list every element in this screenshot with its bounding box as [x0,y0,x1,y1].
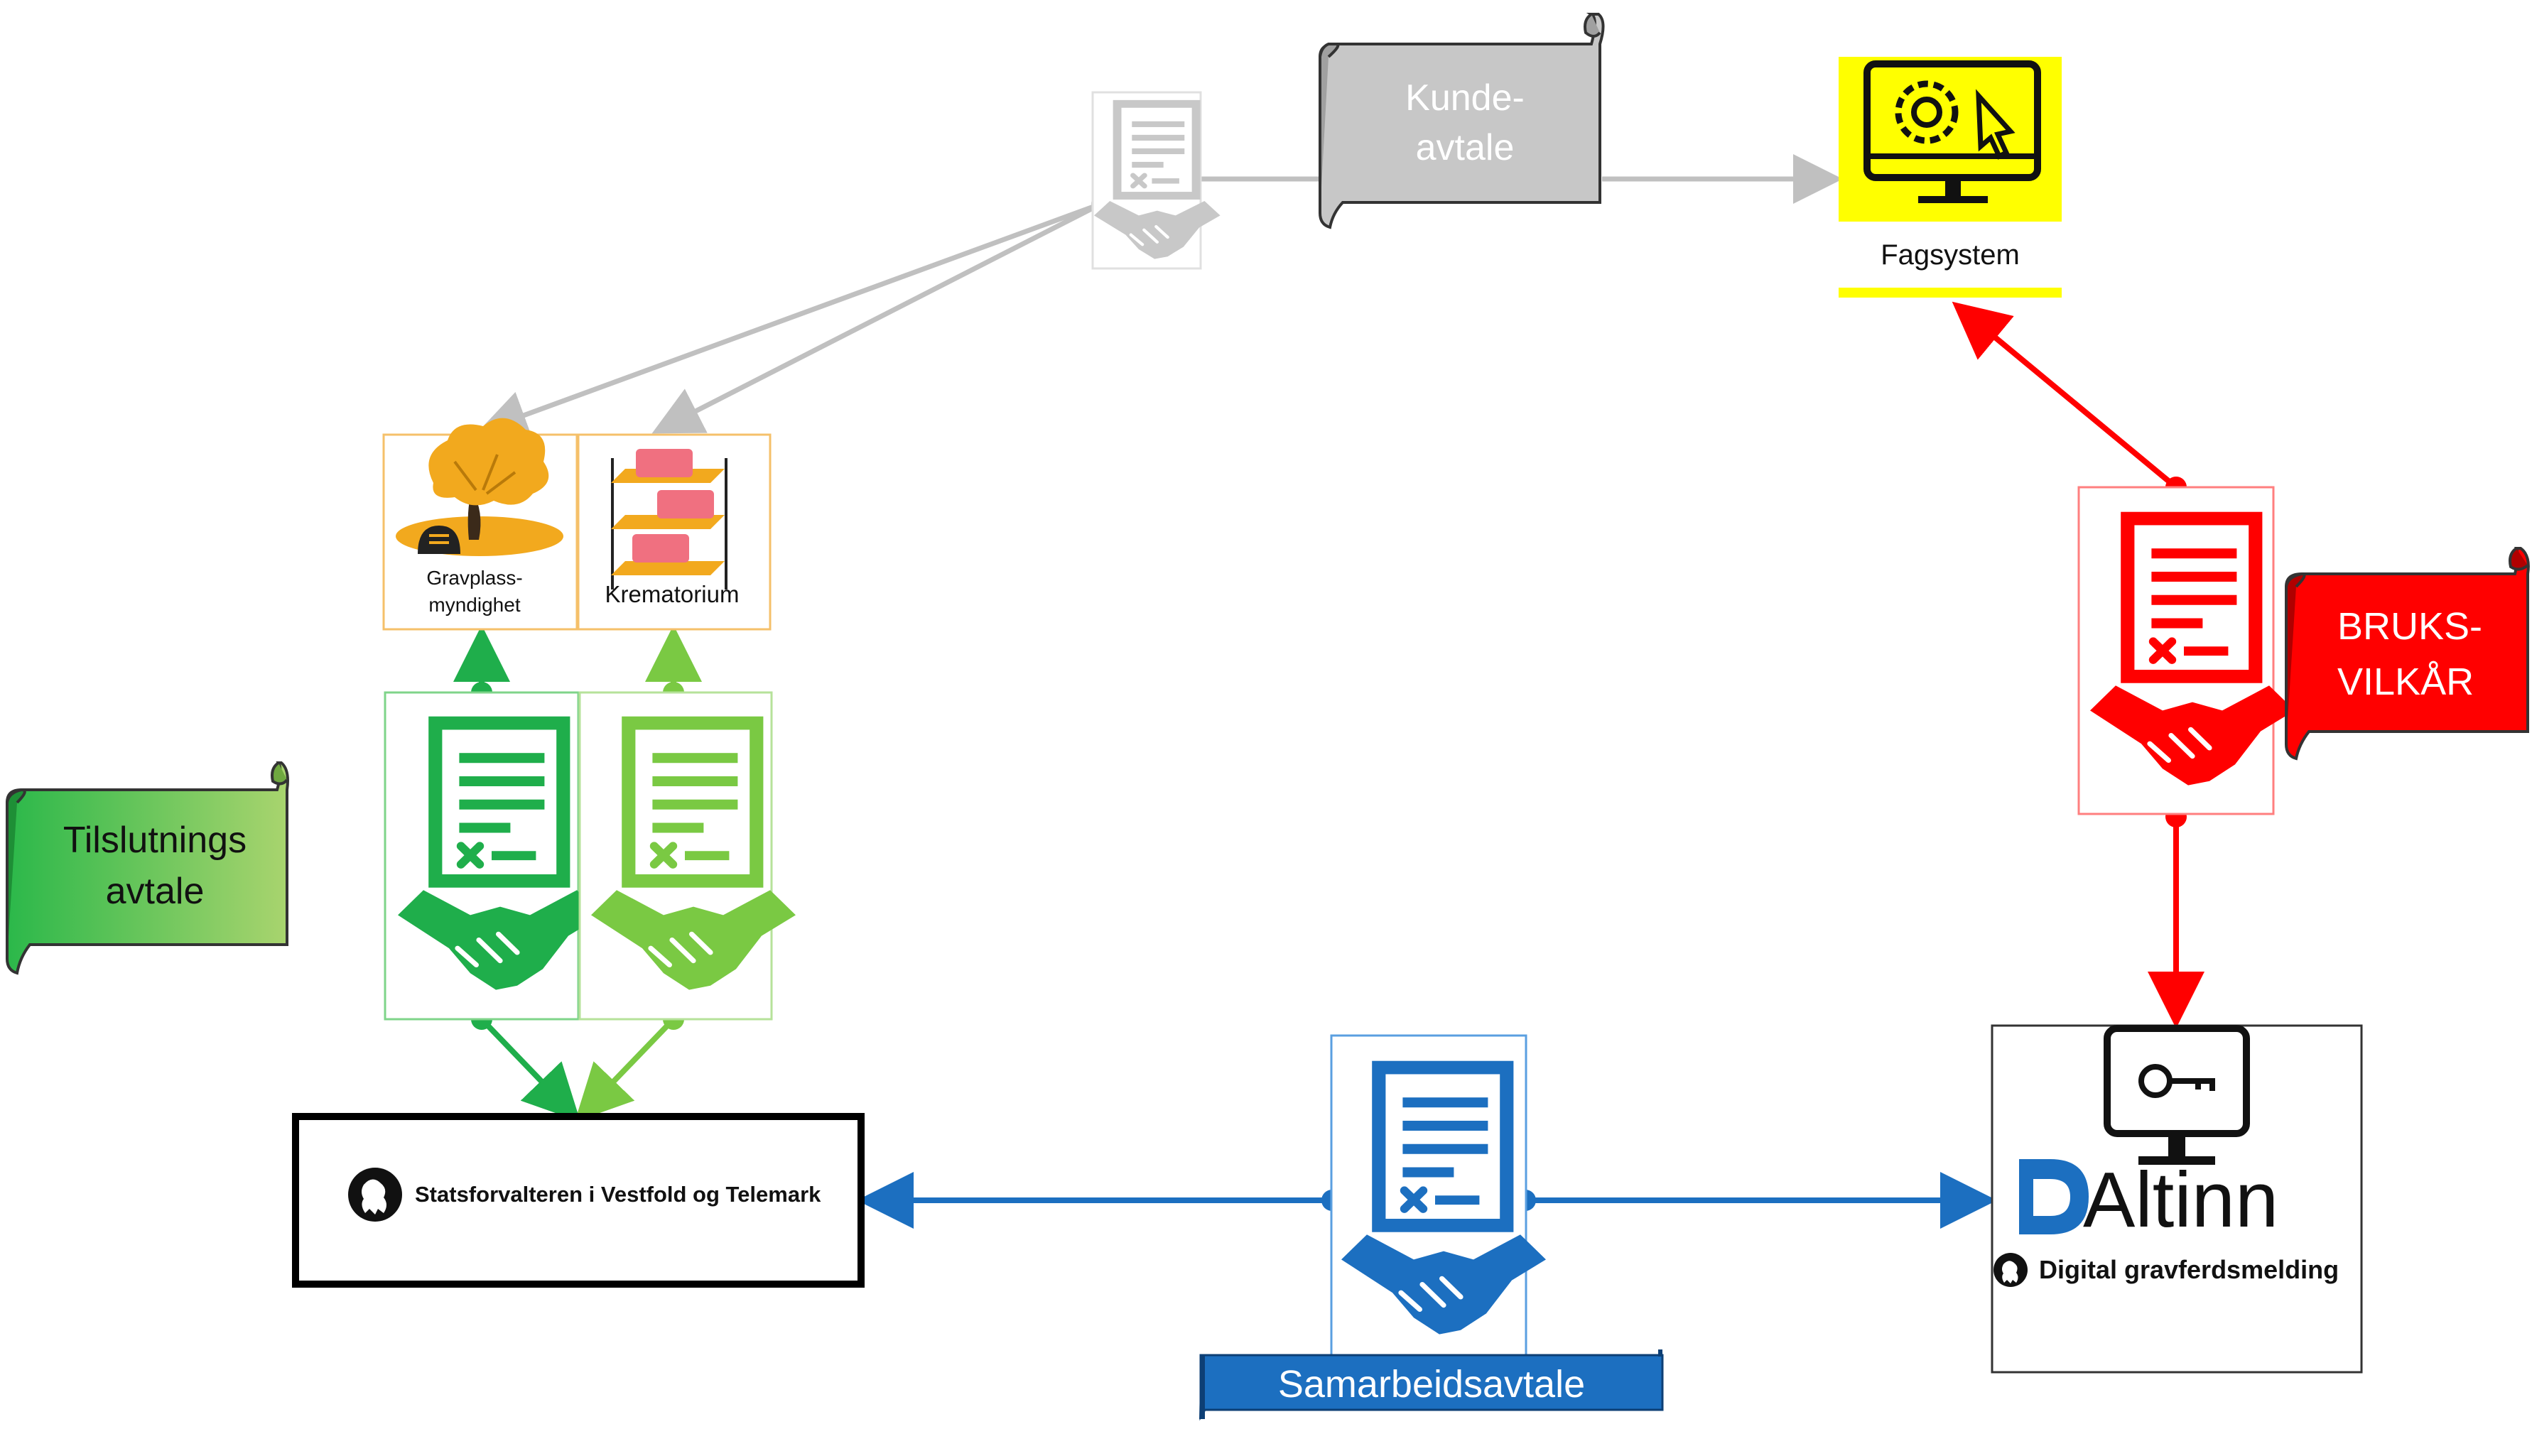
kunde-avtale-scroll: Kunde- avtale [1319,13,1605,229]
bruksvilkar-line1: BRUKS- [2337,605,2482,648]
samarbeid-contract-icon [1330,1034,1546,1357]
bruksvilkar-scroll: BRUKS- VILKÅR [2285,547,2530,761]
krematorium-contract-icon [578,691,796,1021]
bruksvilkar-line2: VILKÅR [2337,661,2474,703]
tree-grave-icon [396,418,563,556]
gravplass-line1: Gravplass- [426,567,522,589]
altinn-logo-icon [2019,1159,2089,1234]
lion-emblem-small-icon [1993,1253,2028,1287]
computer-gear-icon [1863,60,2041,203]
altinn-node: Altinn Digital gravferdsmelding [1991,1024,2363,1374]
gravplass-line2: myndighet [428,594,520,616]
kunde-contract-icon [1093,91,1221,270]
gray-connectors [477,154,1843,439]
krematorium-node: Krematorium [577,433,772,631]
bruksvilkar-contract-icon [2077,486,2295,815]
coffin-shelf-icon [611,449,727,590]
lion-emblem-icon [348,1168,402,1222]
tilslutnings-line1: Tilslutnings [63,820,247,861]
statsforvalteren-label: Statsforvalteren i Vestfold og Telemark [415,1182,821,1207]
gravplass-node: Gravplass- myndighet [382,418,578,631]
altinn-brand: Altinn [2083,1156,2278,1244]
fagsystem-label: Fagsystem [1881,239,2020,271]
samarbeidsavtale-label: Samarbeidsavtale [1278,1363,1585,1406]
kunde-avtale-line2: avtale [1416,127,1515,168]
fagsystem-node: Fagsystem [1839,57,2062,298]
kunde-avtale-line1: Kunde- [1405,77,1525,119]
statsforvalteren-node: Statsforvalteren i Vestfold og Telemark [292,1113,865,1288]
altinn-subtitle: Digital gravferdsmelding [2039,1255,2339,1284]
tilslutnings-avtale-scroll: Tilslutnings avtale [6,761,289,975]
computer-key-icon [2104,1025,2250,1165]
samarbeidsavtale-scroll: Samarbeidsavtale [1199,1349,1664,1421]
tilslutnings-line2: avtale [106,871,205,912]
gravplass-contract-icon [384,691,602,1021]
krematorium-label: Krematorium [605,581,740,607]
